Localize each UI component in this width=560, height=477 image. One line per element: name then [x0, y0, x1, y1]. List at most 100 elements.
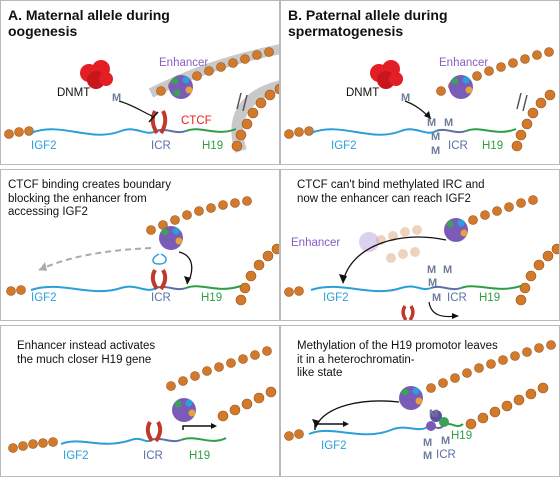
- methyl-mark: M: [401, 92, 411, 104]
- icr-dna: [435, 128, 467, 134]
- icr-label: ICR: [143, 450, 163, 462]
- caption-a2: CTCF binding creates boundary blocking t…: [8, 179, 171, 218]
- h19-label: H19: [451, 430, 473, 442]
- panel-b1-illustration: [284, 47, 556, 152]
- panel-b2-illustration: [284, 195, 559, 320]
- h19-label: H19: [201, 292, 223, 304]
- dnmt-label: DNMT: [57, 87, 91, 99]
- igf2-dna: [30, 285, 157, 293]
- panel-b1: B. Paternal allele during spermatogenesi…: [280, 0, 560, 165]
- chromatin-fiber: [284, 195, 559, 306]
- enhancer-label: Enhancer: [159, 57, 209, 69]
- icr-dna: [155, 128, 187, 134]
- caption-b3: Methylation of the H19 promotor leaves i…: [297, 340, 498, 379]
- methyl-mark: M: [423, 437, 433, 449]
- panel-a1-illustration: [4, 44, 279, 153]
- h19-label: H19: [479, 292, 501, 304]
- chromatin-fiber: [8, 346, 277, 453]
- dnmt-protein: [370, 60, 403, 89]
- methyl-mark: M: [428, 277, 438, 289]
- h19-dna: [185, 128, 237, 133]
- panel-a3: Enhancer instead activates the much clos…: [0, 325, 280, 477]
- panel-b2: CTCF can't bind methylated IRC and now t…: [280, 169, 560, 321]
- icr-label: ICR: [436, 449, 456, 461]
- panel-a3-illustration: [8, 346, 277, 453]
- methyl-mark: M: [427, 117, 437, 129]
- ctcf-protein-unbound: [401, 305, 415, 320]
- chromatin-fiber: [284, 47, 556, 152]
- methyl-mark: M: [423, 450, 433, 462]
- h19-dna: [465, 128, 517, 133]
- inhibition-arrow: [118, 100, 155, 118]
- enhancer-cluster: [444, 218, 468, 242]
- icr-dna: [430, 285, 462, 291]
- enhancer-reach-arrow: [342, 236, 447, 283]
- igf2-label: IGF2: [31, 292, 57, 304]
- igf2-dna: [30, 128, 157, 136]
- transcription-arrow: [182, 425, 211, 430]
- panel-a2: CTCF binding creates boundary blocking t…: [0, 169, 280, 321]
- enhancer-reach-arrow: [315, 400, 400, 427]
- igf2-label: IGF2: [323, 292, 349, 304]
- methyl-mark: M: [441, 435, 451, 447]
- h19-label: H19: [189, 450, 211, 462]
- methyl-mark: M: [444, 117, 454, 129]
- igf2-dna: [310, 285, 432, 293]
- methyl-mark: M: [427, 264, 437, 276]
- icr-label: ICR: [151, 292, 171, 304]
- methyl-mark: M: [431, 145, 441, 157]
- igf2-label: IGF2: [31, 140, 57, 152]
- enhancer-cluster: [169, 75, 193, 99]
- enhancer-cluster: [449, 75, 473, 99]
- transcription-arrow: [314, 423, 343, 430]
- break-marks: [236, 92, 248, 112]
- title-paternal: B. Paternal allele during spermatogenesi…: [288, 7, 448, 39]
- chromatin-fiber: [284, 340, 556, 441]
- blocked-path: [38, 247, 152, 271]
- caption-a3: Enhancer instead activates the much clos…: [17, 340, 156, 366]
- h19-dna: [460, 285, 522, 290]
- igf2-label: IGF2: [331, 140, 357, 152]
- enhancer-label: Enhancer: [291, 237, 341, 249]
- ctcf-label: CTCF: [181, 115, 212, 127]
- icr-label: ICR: [447, 292, 467, 304]
- methyl-mark: M: [429, 408, 439, 420]
- panel-b3-illustration: [284, 340, 556, 441]
- ghost-chromatin: [376, 225, 422, 263]
- heterochromatin-knot: [426, 410, 449, 431]
- ctcf-protein: [150, 110, 168, 135]
- methyl-mark: M: [443, 264, 453, 276]
- break-marks: [516, 92, 528, 112]
- ctcf-protein: [145, 421, 163, 443]
- igf2-dna: [308, 426, 427, 436]
- enhancer-cluster: [159, 226, 183, 250]
- enhancer-label: Enhancer: [439, 57, 489, 69]
- icr-dna: [155, 285, 187, 291]
- ghost-enhancer: [359, 232, 379, 252]
- methyl-mark: M: [431, 131, 441, 143]
- icr-dna: [150, 437, 182, 443]
- panel-a1: A. Maternal allele during oogenesis DNMT…: [0, 0, 280, 165]
- h19-label: H19: [482, 140, 504, 152]
- igf2-label: IGF2: [321, 440, 347, 452]
- icr-label: ICR: [151, 140, 171, 152]
- igf2-label: IGF2: [63, 450, 89, 462]
- h19-dna: [180, 437, 227, 442]
- methyl-mark: M: [432, 292, 442, 304]
- enhancer-cluster: [399, 386, 423, 410]
- panel-b3: Methylation of the H19 promotor leaves i…: [280, 325, 560, 477]
- h19-dna: [185, 285, 242, 290]
- caption-b2: CTCF can't bind methylated IRC and now t…: [297, 179, 485, 205]
- panel-a2-illustration: [6, 196, 279, 306]
- h19-label: H19: [202, 140, 224, 152]
- igf2-dna: [60, 437, 152, 445]
- chromatin-fiber: [6, 196, 279, 306]
- title-maternal: A. Maternal allele during oogenesis: [8, 7, 170, 39]
- igf2-dna: [310, 128, 437, 136]
- icr-label: ICR: [448, 140, 468, 152]
- dnmt-label: DNMT: [346, 87, 380, 99]
- enhancer-cluster: [172, 398, 196, 422]
- dnmt-protein: [80, 60, 113, 89]
- ctcf-protein: [150, 269, 168, 291]
- methyl-mark: M: [112, 92, 122, 104]
